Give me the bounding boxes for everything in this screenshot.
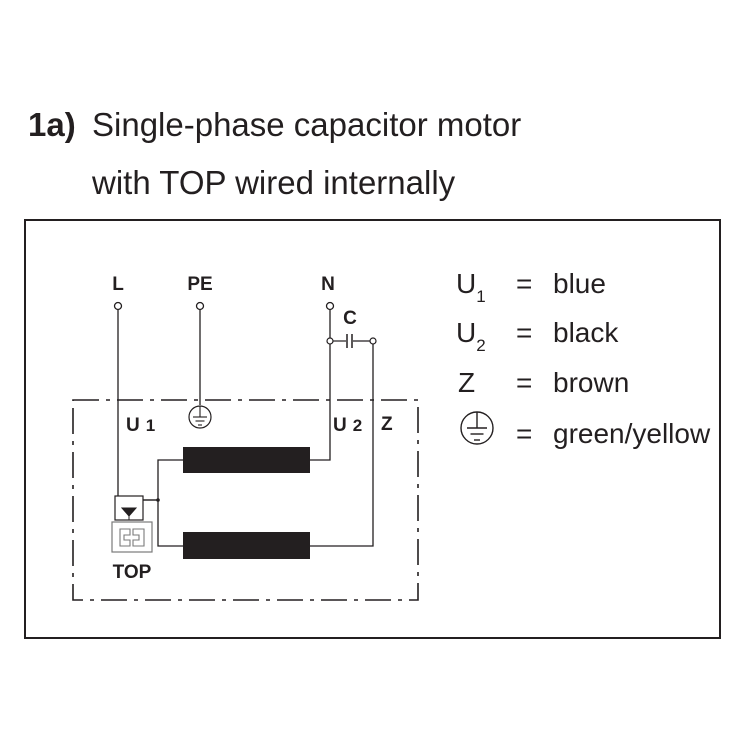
terminal-N	[325, 301, 335, 311]
motor-boundary	[72, 399, 419, 601]
wire-L	[117, 310, 158, 501]
earth-ground-icon-motor	[188, 405, 212, 429]
legend-eq-1: =	[516, 268, 532, 299]
node-Z	[369, 337, 377, 345]
legend-eq-4: =	[516, 418, 532, 449]
capacitor-label: C	[343, 308, 357, 329]
auxiliary-winding	[183, 532, 310, 559]
figure-number: 1a)	[28, 106, 76, 143]
title-line-1: 1a) Single-phase capacitor motor	[28, 96, 521, 154]
wire-U2	[310, 344, 331, 461]
legend-eq-3: =	[516, 367, 532, 398]
junction-U1	[156, 498, 160, 502]
legend-value-brown: brown	[553, 367, 629, 398]
wire-U1-main	[140, 459, 183, 501]
legend-key-z: Z	[458, 367, 475, 398]
wire-Z	[310, 344, 374, 547]
legend-value-black: black	[553, 317, 619, 348]
main-winding	[183, 447, 310, 473]
legend-key-u2: U2	[456, 317, 486, 355]
title-text-1: Single-phase capacitor motor	[92, 106, 522, 143]
page-title: 1a) Single-phase capacitor motor with TOP…	[28, 96, 521, 212]
top-label: TOP	[113, 562, 152, 583]
terminal-L-label: L	[112, 274, 124, 295]
terminal-PE	[195, 301, 205, 311]
terminal-L	[113, 301, 123, 311]
node-N	[326, 337, 334, 345]
title-line-2: with TOP wired internally	[92, 164, 456, 201]
thermal-protector-icon	[111, 495, 153, 553]
capacitor-symbol	[346, 334, 353, 348]
legend-value-green-yellow: green/yellow	[553, 418, 711, 449]
wire-U1-aux	[157, 500, 183, 547]
color-legend: U1 = blue U2 = black Z = brown = green/y…	[456, 268, 711, 449]
diagram-frame	[24, 219, 721, 639]
legend-eq-2: =	[516, 317, 532, 348]
z-label: Z	[381, 414, 393, 435]
legend-value-blue: blue	[553, 268, 606, 299]
terminal-N-label: N	[321, 274, 335, 295]
earth-ground-icon-legend	[460, 411, 494, 445]
legend-key-u1: U1	[456, 268, 486, 306]
terminal-PE-label: PE	[187, 274, 212, 295]
